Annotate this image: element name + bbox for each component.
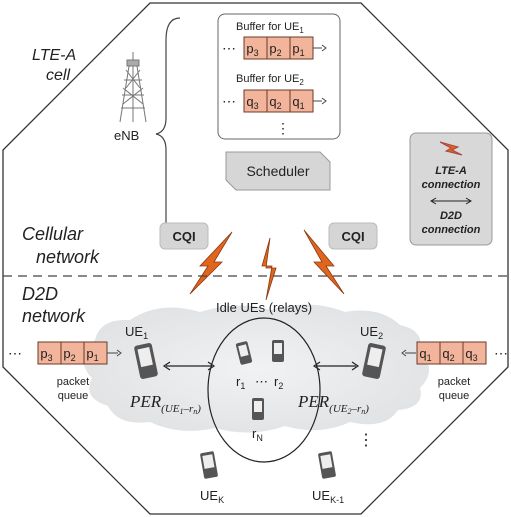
buffer-ue2-cell-label: q1 [292, 94, 304, 111]
queue-right-cell [462, 341, 487, 365]
queue-left-cell-label: p1 [86, 346, 98, 363]
buffer-ue1-cells: p3 p2 p1 [243, 36, 314, 60]
relay-ellipse [207, 317, 321, 463]
uek-label: UEK [200, 488, 224, 505]
queue-right-label-2: queue [439, 390, 470, 402]
scheduler-box [225, 151, 331, 191]
buffer-ue1-cell-label: p2 [269, 41, 281, 58]
enb-label: eNB [114, 128, 139, 143]
enb-tower-icon [119, 52, 147, 123]
buffer-ue2-cell-label: q2 [269, 94, 281, 111]
relay-dots: ⋯ [255, 374, 268, 389]
cellular-label-1: Cellular [22, 224, 84, 244]
d2d-label-1: D2D [22, 284, 58, 304]
queue-left-label-2: queue [58, 390, 89, 402]
relay-r2-phone-icon [272, 340, 284, 362]
scheduler-label: Scheduler [246, 163, 309, 179]
cellular-label-2: network [36, 247, 100, 267]
legend-box [409, 132, 493, 246]
queue-left-label-1: packet [57, 376, 89, 388]
ue1-label: UE1 [125, 324, 148, 341]
d2d-label-2: network [22, 306, 86, 326]
buffer-ue2-cells: q3 q2 q1 [243, 89, 314, 113]
legend-d2d-1: D2D [440, 210, 462, 222]
idle-ues-label: Idle UEs (relays) [216, 300, 312, 315]
d2d-cloud [83, 304, 429, 433]
uek1-phone-icon [318, 451, 336, 479]
relay-r2-label: r2 [274, 374, 283, 391]
uek-phone-icon [200, 451, 218, 479]
queue-right-cell-label: q3 [465, 346, 477, 363]
queue-left-dots: ⋯ [8, 345, 22, 361]
lightning-mid-icon [261, 237, 277, 301]
queue-left-cells: p3 p2 p1 [37, 341, 108, 365]
queue-right-cell-label: q2 [442, 346, 454, 363]
queue-right-dots: ⋯ [494, 345, 508, 361]
queue-right-cells: q1 q2 q3 [416, 341, 487, 365]
buffer-ue1-cell-label: p1 [292, 41, 304, 58]
cqi-right-label: CQI [341, 229, 364, 244]
lightning-right-icon [303, 229, 345, 295]
per-ue2-label: PER(UE2–rn) [297, 392, 369, 416]
legend-lightning-icon [439, 141, 463, 156]
lightning-left-icon [189, 231, 233, 295]
lte-cell-label-1: LTE-A [32, 47, 76, 64]
buffer-ue1-cell-label: p3 [246, 41, 258, 58]
relay-r1-label: r1 [236, 374, 245, 391]
legend-d2d-2: connection [422, 224, 481, 236]
buffer-ue2-dots: ⋯ [222, 93, 236, 109]
queue-left-cell-label: p2 [63, 346, 75, 363]
ue1-phone-icon [134, 343, 158, 379]
legend-lte-2: connection [422, 179, 481, 191]
relay-rn-label: rN [252, 426, 263, 443]
ue2-label: UE2 [360, 324, 383, 341]
buffer-ue1-title: Buffer for UE1 [236, 21, 304, 35]
buffer-ue2-title: Buffer for UE2 [236, 73, 304, 87]
legend-lte-1: LTE-A [435, 165, 467, 177]
buffer-ue2-cell-label: q3 [246, 94, 258, 111]
ue2-phone-icon [362, 343, 386, 379]
cqi-right-badge [328, 222, 378, 250]
ue-vdots: ⋮ [358, 432, 374, 449]
buffer-vdots: ⋮ [276, 120, 290, 136]
relay-rn-phone-icon [252, 398, 264, 420]
relay-r1-phone-icon [235, 341, 253, 365]
queue-left-cell-label: p3 [40, 346, 52, 363]
uek1-label: UEK-1 [312, 488, 344, 505]
buffer-ue1-dots: ⋯ [222, 40, 236, 56]
cqi-left-badge [159, 222, 209, 250]
queue-right-label-1: packet [438, 376, 470, 388]
queue-right-cell-label: q1 [419, 346, 431, 363]
per-ue1-label: PER(UE1–rn) [129, 392, 201, 416]
cqi-left-label: CQI [172, 229, 195, 244]
lte-cell-label-2: cell [46, 67, 70, 84]
